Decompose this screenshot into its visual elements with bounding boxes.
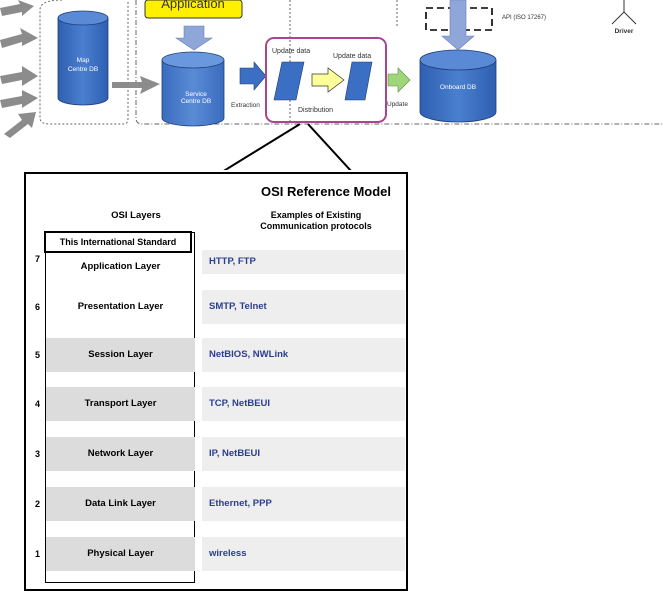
- layer-name: Network Layer: [46, 437, 195, 471]
- input-arrow: [0, 66, 38, 86]
- distribution-arrow: [311, 67, 345, 93]
- layer-number: 2: [35, 499, 41, 509]
- layer-number: 7: [35, 254, 41, 264]
- service-centre-db: Service Centre DB: [161, 51, 225, 127]
- update-arrow: [387, 67, 411, 93]
- layer-name: Application Layer: [80, 261, 161, 272]
- onboard-db-label: Onboard DB: [440, 84, 476, 91]
- distribution-highlight: [265, 37, 387, 123]
- layer-name: Presentation Layer: [77, 301, 164, 312]
- service-db-label-line2: Centre DB: [181, 98, 211, 105]
- osi-row: 4 Transport Layer TCP, NetBEUI: [35, 387, 405, 421]
- layer-name: Transport Layer: [46, 387, 195, 421]
- extraction-label: Extraction: [231, 102, 260, 109]
- osi-row: 7 Application Layer HTTP, FTP: [35, 250, 405, 284]
- osi-row: 6 Presentation Layer SMTP, Telnet: [35, 290, 405, 324]
- update-data-parallelogram-1: [273, 61, 305, 101]
- layer-examples: TCP, NetBEUI: [202, 387, 405, 421]
- service-centre-region-border: [135, 0, 664, 125]
- osi-title: OSI Reference Model: [260, 184, 392, 199]
- examples-header-line1: Examples of Existing: [270, 210, 362, 220]
- update-label: Update: [387, 101, 408, 108]
- examples-header: Examples of Existing Communication proto…: [226, 210, 406, 232]
- callout-line-right: [307, 123, 352, 170]
- api-down-arrow: [441, 0, 475, 51]
- application-box: Application: [144, 0, 243, 19]
- application-label: Application: [161, 0, 225, 11]
- update-data-parallelogram-2: [344, 61, 373, 101]
- input-arrows: [0, 0, 38, 138]
- layer-examples: wireless: [202, 537, 405, 571]
- callout-line-left: [223, 123, 301, 170]
- layer-number: 6: [35, 302, 41, 312]
- osi-reference-panel: OSI Reference Model OSI Layers Examples …: [24, 172, 408, 591]
- layer-number: 3: [35, 449, 41, 459]
- map-centre-db: Map Centre DB: [57, 10, 109, 106]
- update-data-label-2: Update data: [333, 53, 371, 60]
- data-flow-diagram: Map Centre DB Application Service Centre…: [0, 0, 664, 170]
- map-to-service-arrow: [112, 76, 160, 94]
- input-arrow: [0, 28, 38, 48]
- layer-number: 5: [35, 350, 41, 360]
- input-arrow: [4, 112, 36, 138]
- layer-name: Physical Layer: [46, 537, 195, 571]
- layer-name: Session Layer: [46, 338, 195, 372]
- layer-name: Data Link Layer: [46, 487, 195, 521]
- osi-row: 5 Session Layer NetBIOS, NWLink: [35, 338, 405, 372]
- distribution-label: Distribution: [298, 107, 333, 114]
- map-db-label-line2: Centre DB: [68, 66, 98, 73]
- extraction-arrow: [239, 61, 267, 91]
- service-db-label-line1: Service: [185, 91, 207, 98]
- update-data-label-1: Update data: [272, 48, 310, 55]
- layer-examples: SMTP, Telnet: [202, 290, 405, 324]
- map-db-label-line1: Map: [77, 57, 90, 64]
- layer-examples: IP, NetBEUI: [202, 437, 405, 471]
- osi-row: 1 Physical Layer wireless: [35, 537, 405, 571]
- osi-layers-header: OSI Layers: [111, 210, 161, 221]
- layer-examples: NetBIOS, NWLink: [202, 338, 405, 372]
- input-arrow: [0, 0, 34, 16]
- layer-number: 1: [35, 549, 41, 559]
- layer-examples: Ethernet, PPP: [202, 487, 405, 521]
- examples-header-line2: Communication protocols: [260, 221, 372, 231]
- driver-figure: [611, 0, 637, 25]
- map-centre-region-border: [39, 0, 129, 125]
- osi-row: 2 Data Link Layer Ethernet, PPP: [35, 487, 405, 521]
- api-label: API (ISO 17267): [502, 15, 546, 21]
- input-arrow: [0, 90, 38, 108]
- international-standard-box: This International Standard: [44, 231, 192, 253]
- driver-label: Driver: [615, 28, 634, 35]
- onboard-db: Onboard DB: [419, 49, 497, 123]
- layer-examples: HTTP, FTP: [202, 250, 405, 274]
- osi-row: 3 Network Layer IP, NetBEUI: [35, 437, 405, 471]
- application-down-arrow: [175, 25, 213, 51]
- layer-number: 4: [35, 399, 41, 409]
